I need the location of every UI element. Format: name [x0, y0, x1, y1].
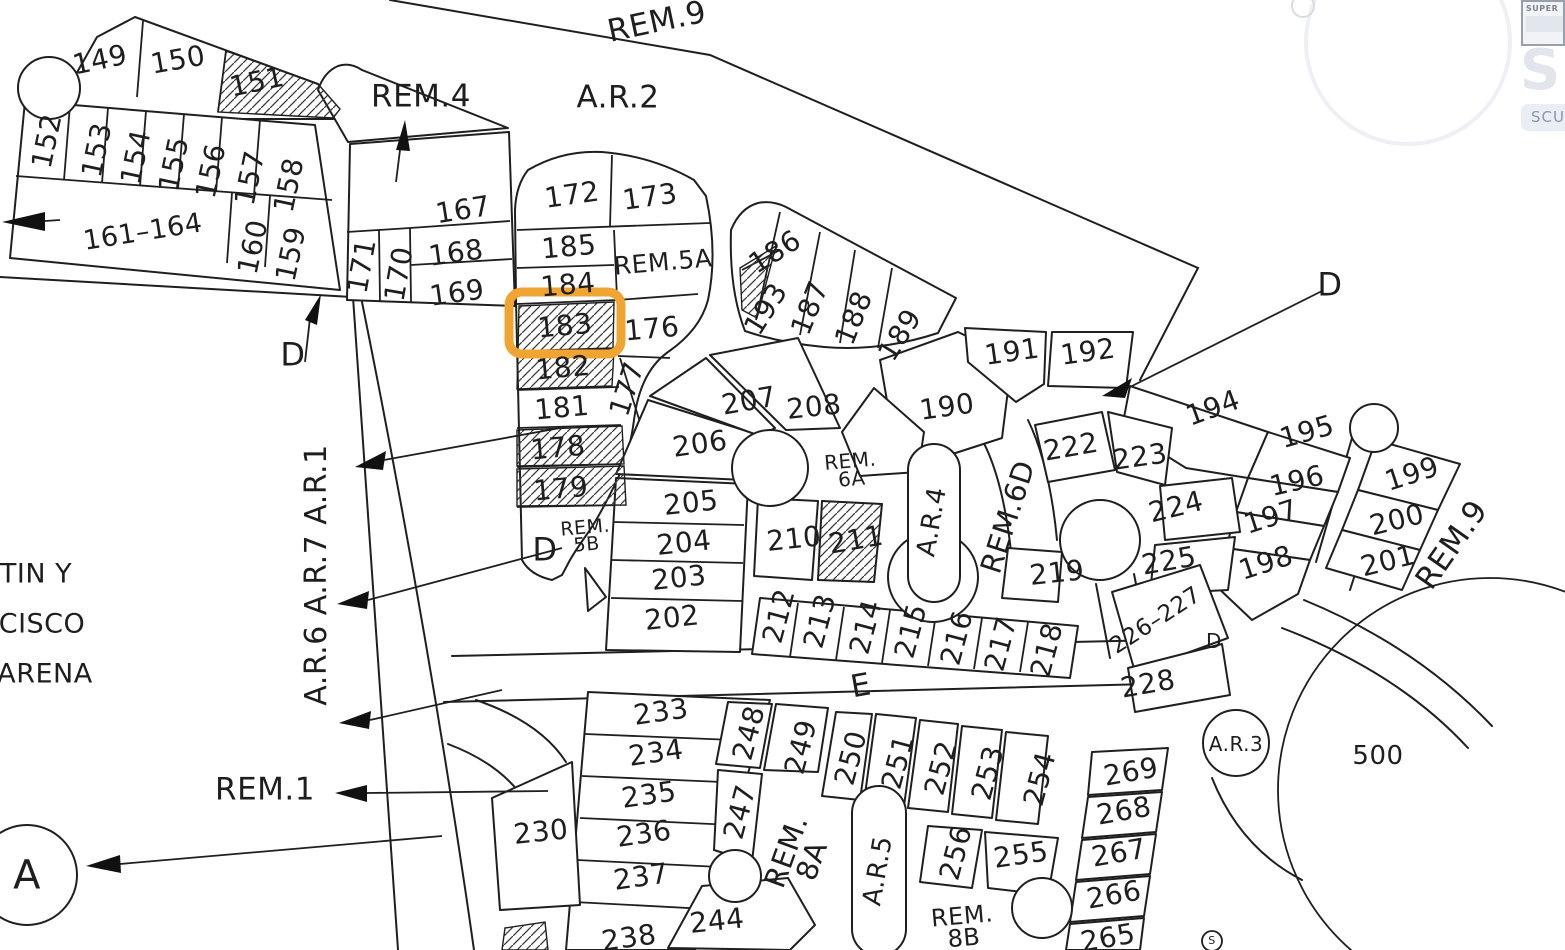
- super-panel-label: SUPER: [1526, 4, 1559, 13]
- reserve-ar5-shape: [851, 785, 907, 950]
- culdesac-bulb-3: [708, 849, 762, 903]
- lot-500-circle: [1277, 577, 1565, 950]
- scu-badge[interactable]: SCU: [1521, 104, 1565, 131]
- marker-a-circle: [0, 824, 78, 926]
- s-watermark: S: [1520, 38, 1561, 103]
- culdesac-bulb-topright: [1349, 403, 1399, 453]
- culdesac-bulb-topleft: [17, 56, 81, 120]
- leader-arrows: [2, 120, 1323, 873]
- super-panel[interactable]: SUPER: [1521, 0, 1565, 46]
- culdesac-bulb-2: [1059, 499, 1141, 581]
- reserve-ar4-shape: [907, 443, 961, 603]
- highlight-lot-183: [504, 287, 626, 359]
- marker-s-circle: [1201, 930, 1223, 950]
- culdesac-bulb-1: [731, 429, 809, 507]
- watermark-curves: [1291, 0, 1512, 146]
- super-panel-thumbnail: [1526, 16, 1563, 32]
- street-bulbs-and-reserves: [0, 56, 1565, 950]
- culdesac-bulb-4: [1011, 877, 1073, 939]
- hatched-lots: [217, 50, 883, 950]
- reserve-ar3-circle: [1202, 709, 1270, 777]
